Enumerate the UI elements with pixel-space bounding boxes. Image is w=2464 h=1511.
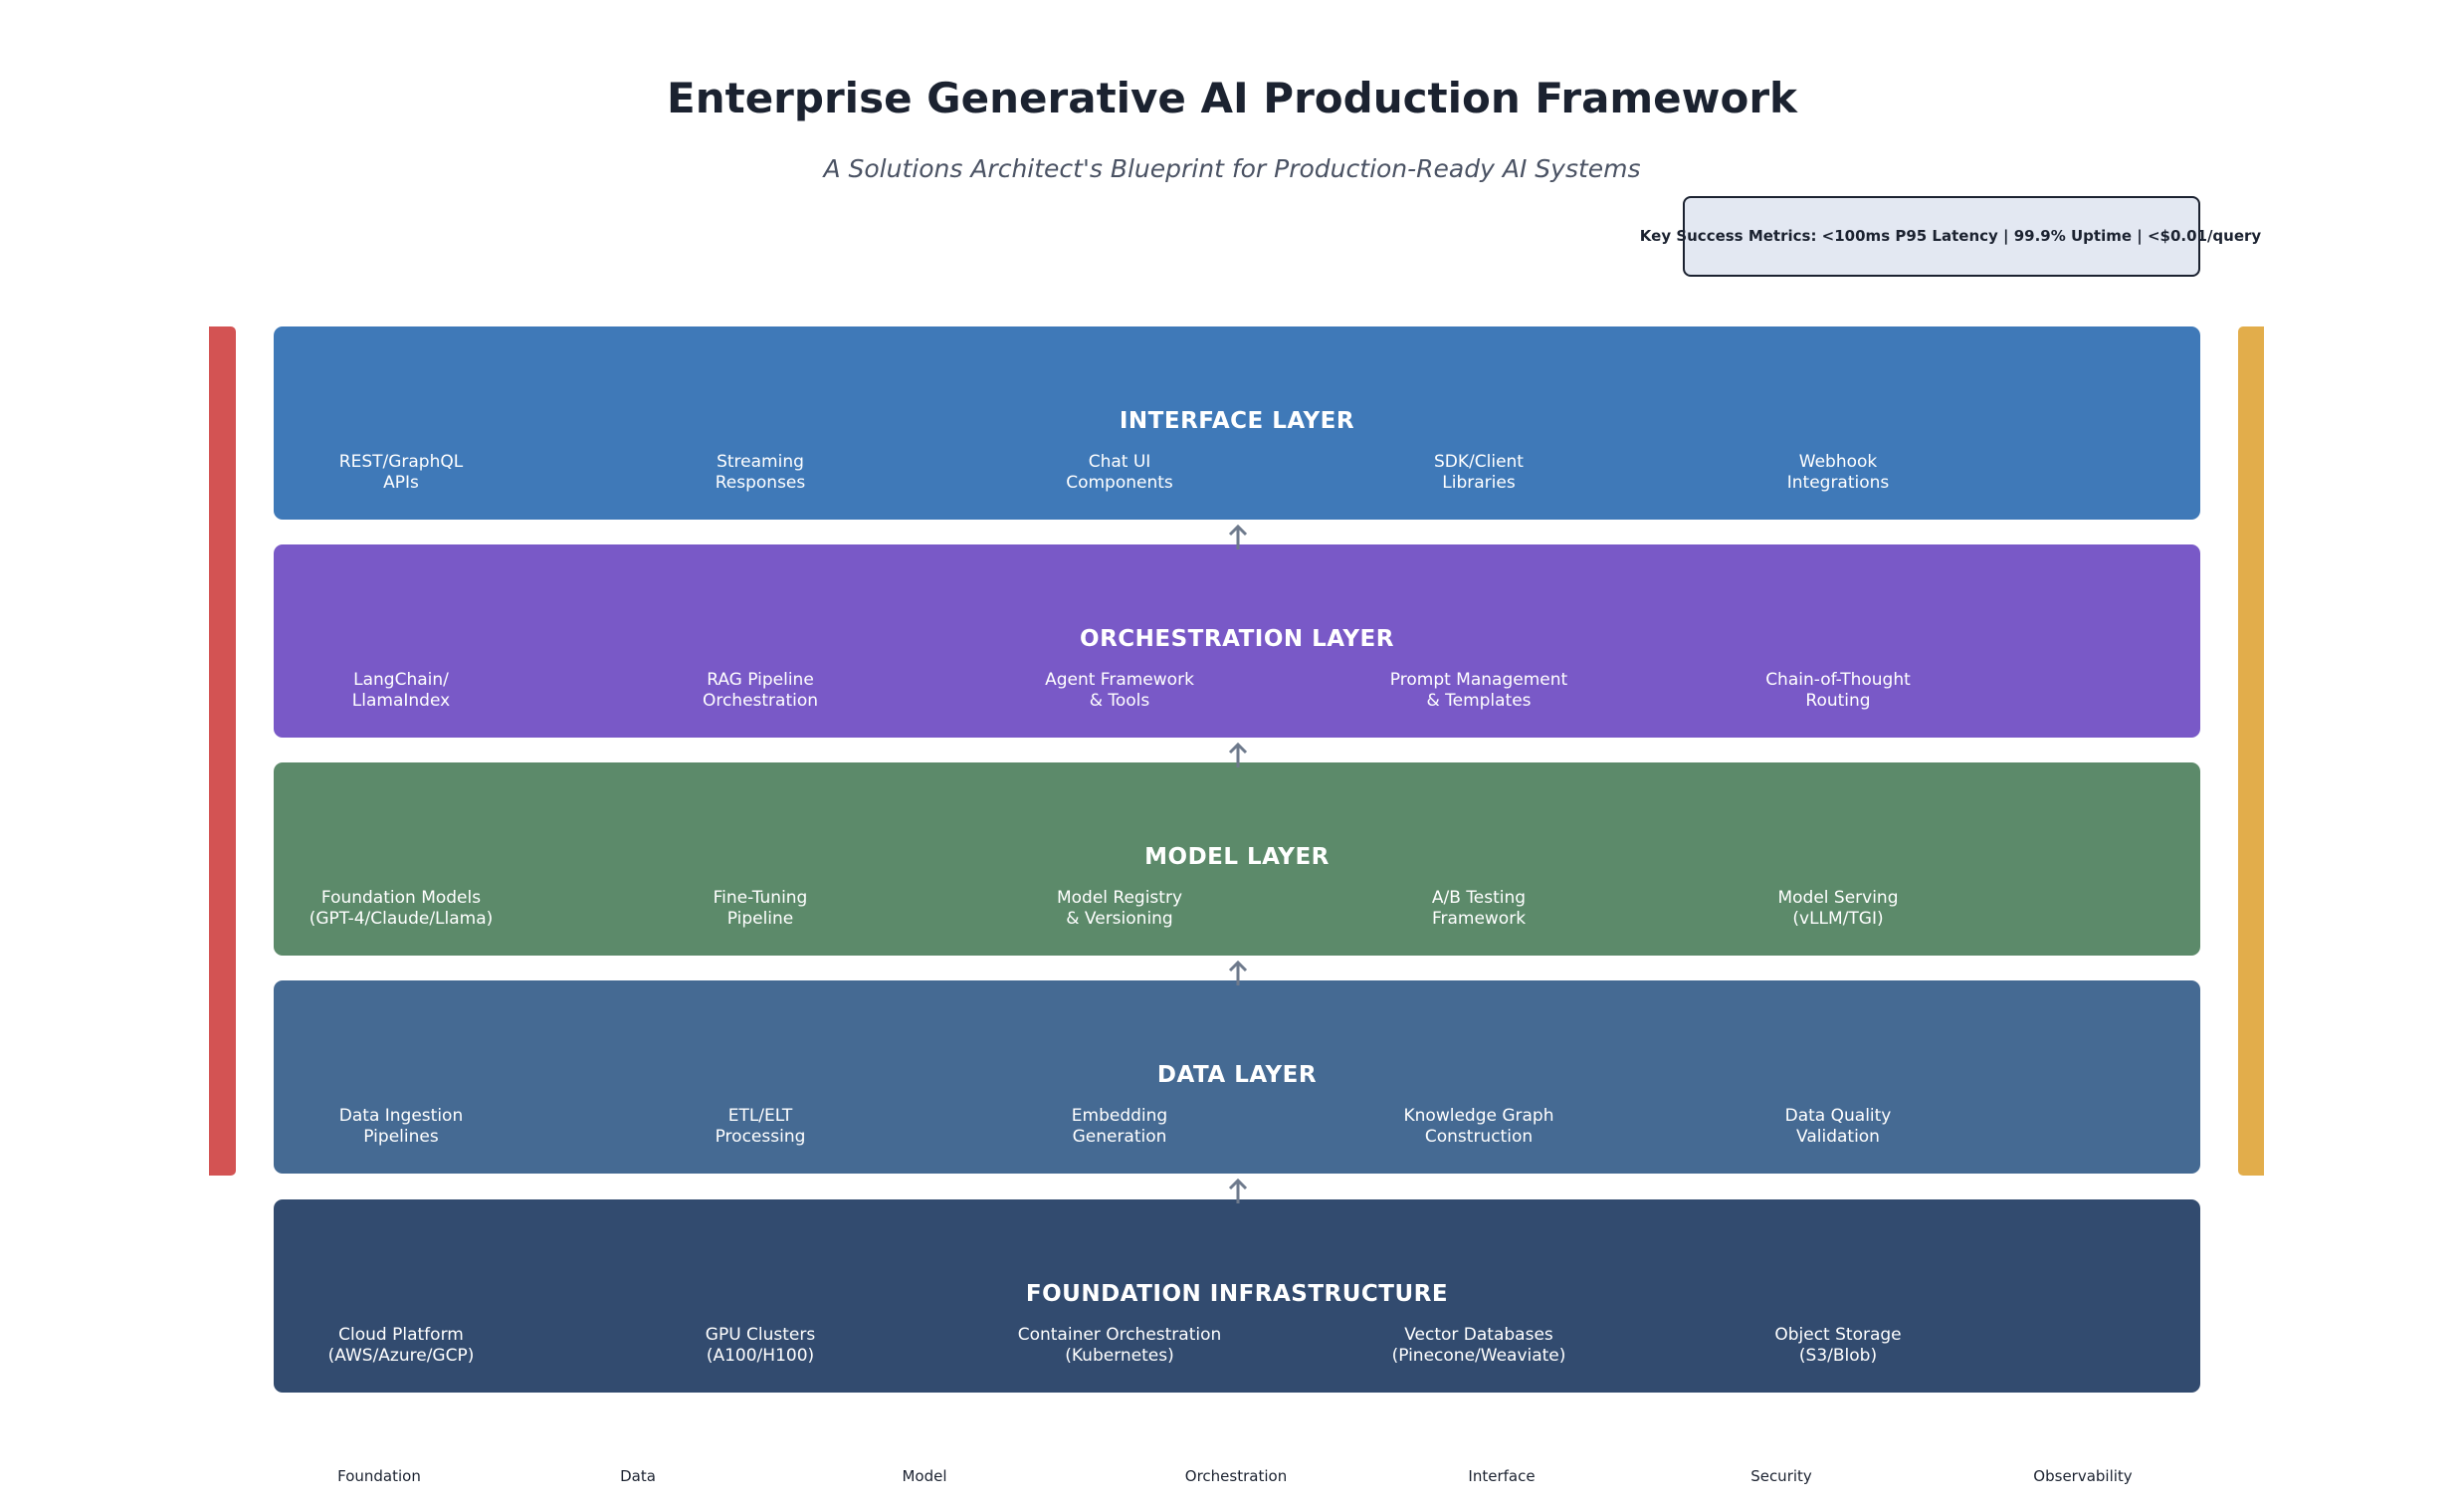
foundation-layer: FOUNDATION INFRASTRUCTURE Cloud Platform… (274, 1199, 2200, 1393)
legend-item-interface: Interface (1468, 1467, 1536, 1485)
legend-item-data: Data (620, 1467, 656, 1485)
metrics-box (1683, 196, 2200, 277)
legend-item-orchestration: Orchestration (1184, 1467, 1288, 1485)
legend-item-observability: Observability (2033, 1467, 2133, 1485)
layer-component: Container Orchestration (Kubernetes) (1017, 1325, 1222, 1366)
layer-component: Embedding Generation (1071, 1106, 1168, 1147)
layer-component: REST/GraphQL APIs (338, 452, 464, 493)
diagram-title: Enterprise Generative AI Production Fram… (667, 74, 1797, 122)
arrow-up-icon (1228, 742, 1248, 767)
layer-component: Knowledge Graph Construction (1403, 1106, 1554, 1147)
diagram-subtitle: A Solutions Architect's Blueprint for Pr… (823, 154, 1641, 183)
layer-title: INTERFACE LAYER (1119, 408, 1355, 434)
layer-title: DATA LAYER (1156, 1062, 1318, 1088)
layer-title: MODEL LAYER (1144, 844, 1330, 870)
metrics-text: Key Success Metrics: <100ms P95 Latency … (1639, 227, 2262, 245)
arrow-up-icon (1228, 960, 1248, 985)
layer-component: Webhook Integrations (1786, 452, 1890, 493)
layer-component: GPU Clusters (A100/H100) (705, 1325, 816, 1366)
layer-component: Model Registry & Versioning (1056, 888, 1183, 929)
layer-component: LangChain/ LlamaIndex (351, 670, 451, 711)
arrow-up-icon (1228, 1178, 1248, 1203)
legend-item-model: Model (902, 1467, 947, 1485)
layer-component: SDK/Client Libraries (1434, 452, 1524, 493)
layer-component: ETL/ELT Processing (715, 1106, 806, 1147)
layer-component: Model Serving (vLLM/TGI) (1777, 888, 1899, 929)
observability-bar (2238, 326, 2264, 1176)
layer-component: Fine-Tuning Pipeline (713, 888, 808, 929)
interface-layer: INTERFACE LAYER REST/GraphQL APIs Stream… (274, 326, 2200, 520)
layer-component: Agent Framework & Tools (1045, 670, 1194, 711)
data-layer: DATA LAYER Data Ingestion Pipelines ETL/… (274, 980, 2200, 1174)
layer-component: Vector Databases (Pinecone/Weaviate) (1391, 1325, 1566, 1366)
layer-title: ORCHESTRATION LAYER (1080, 626, 1394, 652)
arrow-up-icon (1228, 524, 1248, 549)
layer-component: Chain-of-Thought Routing (1765, 670, 1911, 711)
legend-item-foundation: Foundation (337, 1467, 421, 1485)
layer-title: FOUNDATION INFRASTRUCTURE (1025, 1281, 1449, 1307)
legend-item-security: Security (1750, 1467, 1812, 1485)
orchestration-layer: ORCHESTRATION LAYER LangChain/ LlamaInde… (274, 544, 2200, 738)
layer-component: RAG Pipeline Orchestration (702, 670, 819, 711)
layer-component: Chat UI Components (1066, 452, 1173, 493)
layer-component: Foundation Models (GPT-4/Claude/Llama) (308, 888, 494, 929)
security-bar (209, 326, 236, 1176)
layer-component: A/B Testing Framework (1431, 888, 1527, 929)
layer-component: Prompt Management & Templates (1389, 670, 1568, 711)
layer-component: Streaming Responses (715, 452, 806, 493)
model-layer: MODEL LAYER Foundation Models (GPT-4/Cla… (274, 762, 2200, 956)
layer-component: Data Quality Validation (1784, 1106, 1892, 1147)
layer-component: Cloud Platform (AWS/Azure/GCP) (327, 1325, 475, 1366)
layer-component: Object Storage (S3/Blob) (1774, 1325, 1902, 1366)
layer-component: Data Ingestion Pipelines (338, 1106, 464, 1147)
